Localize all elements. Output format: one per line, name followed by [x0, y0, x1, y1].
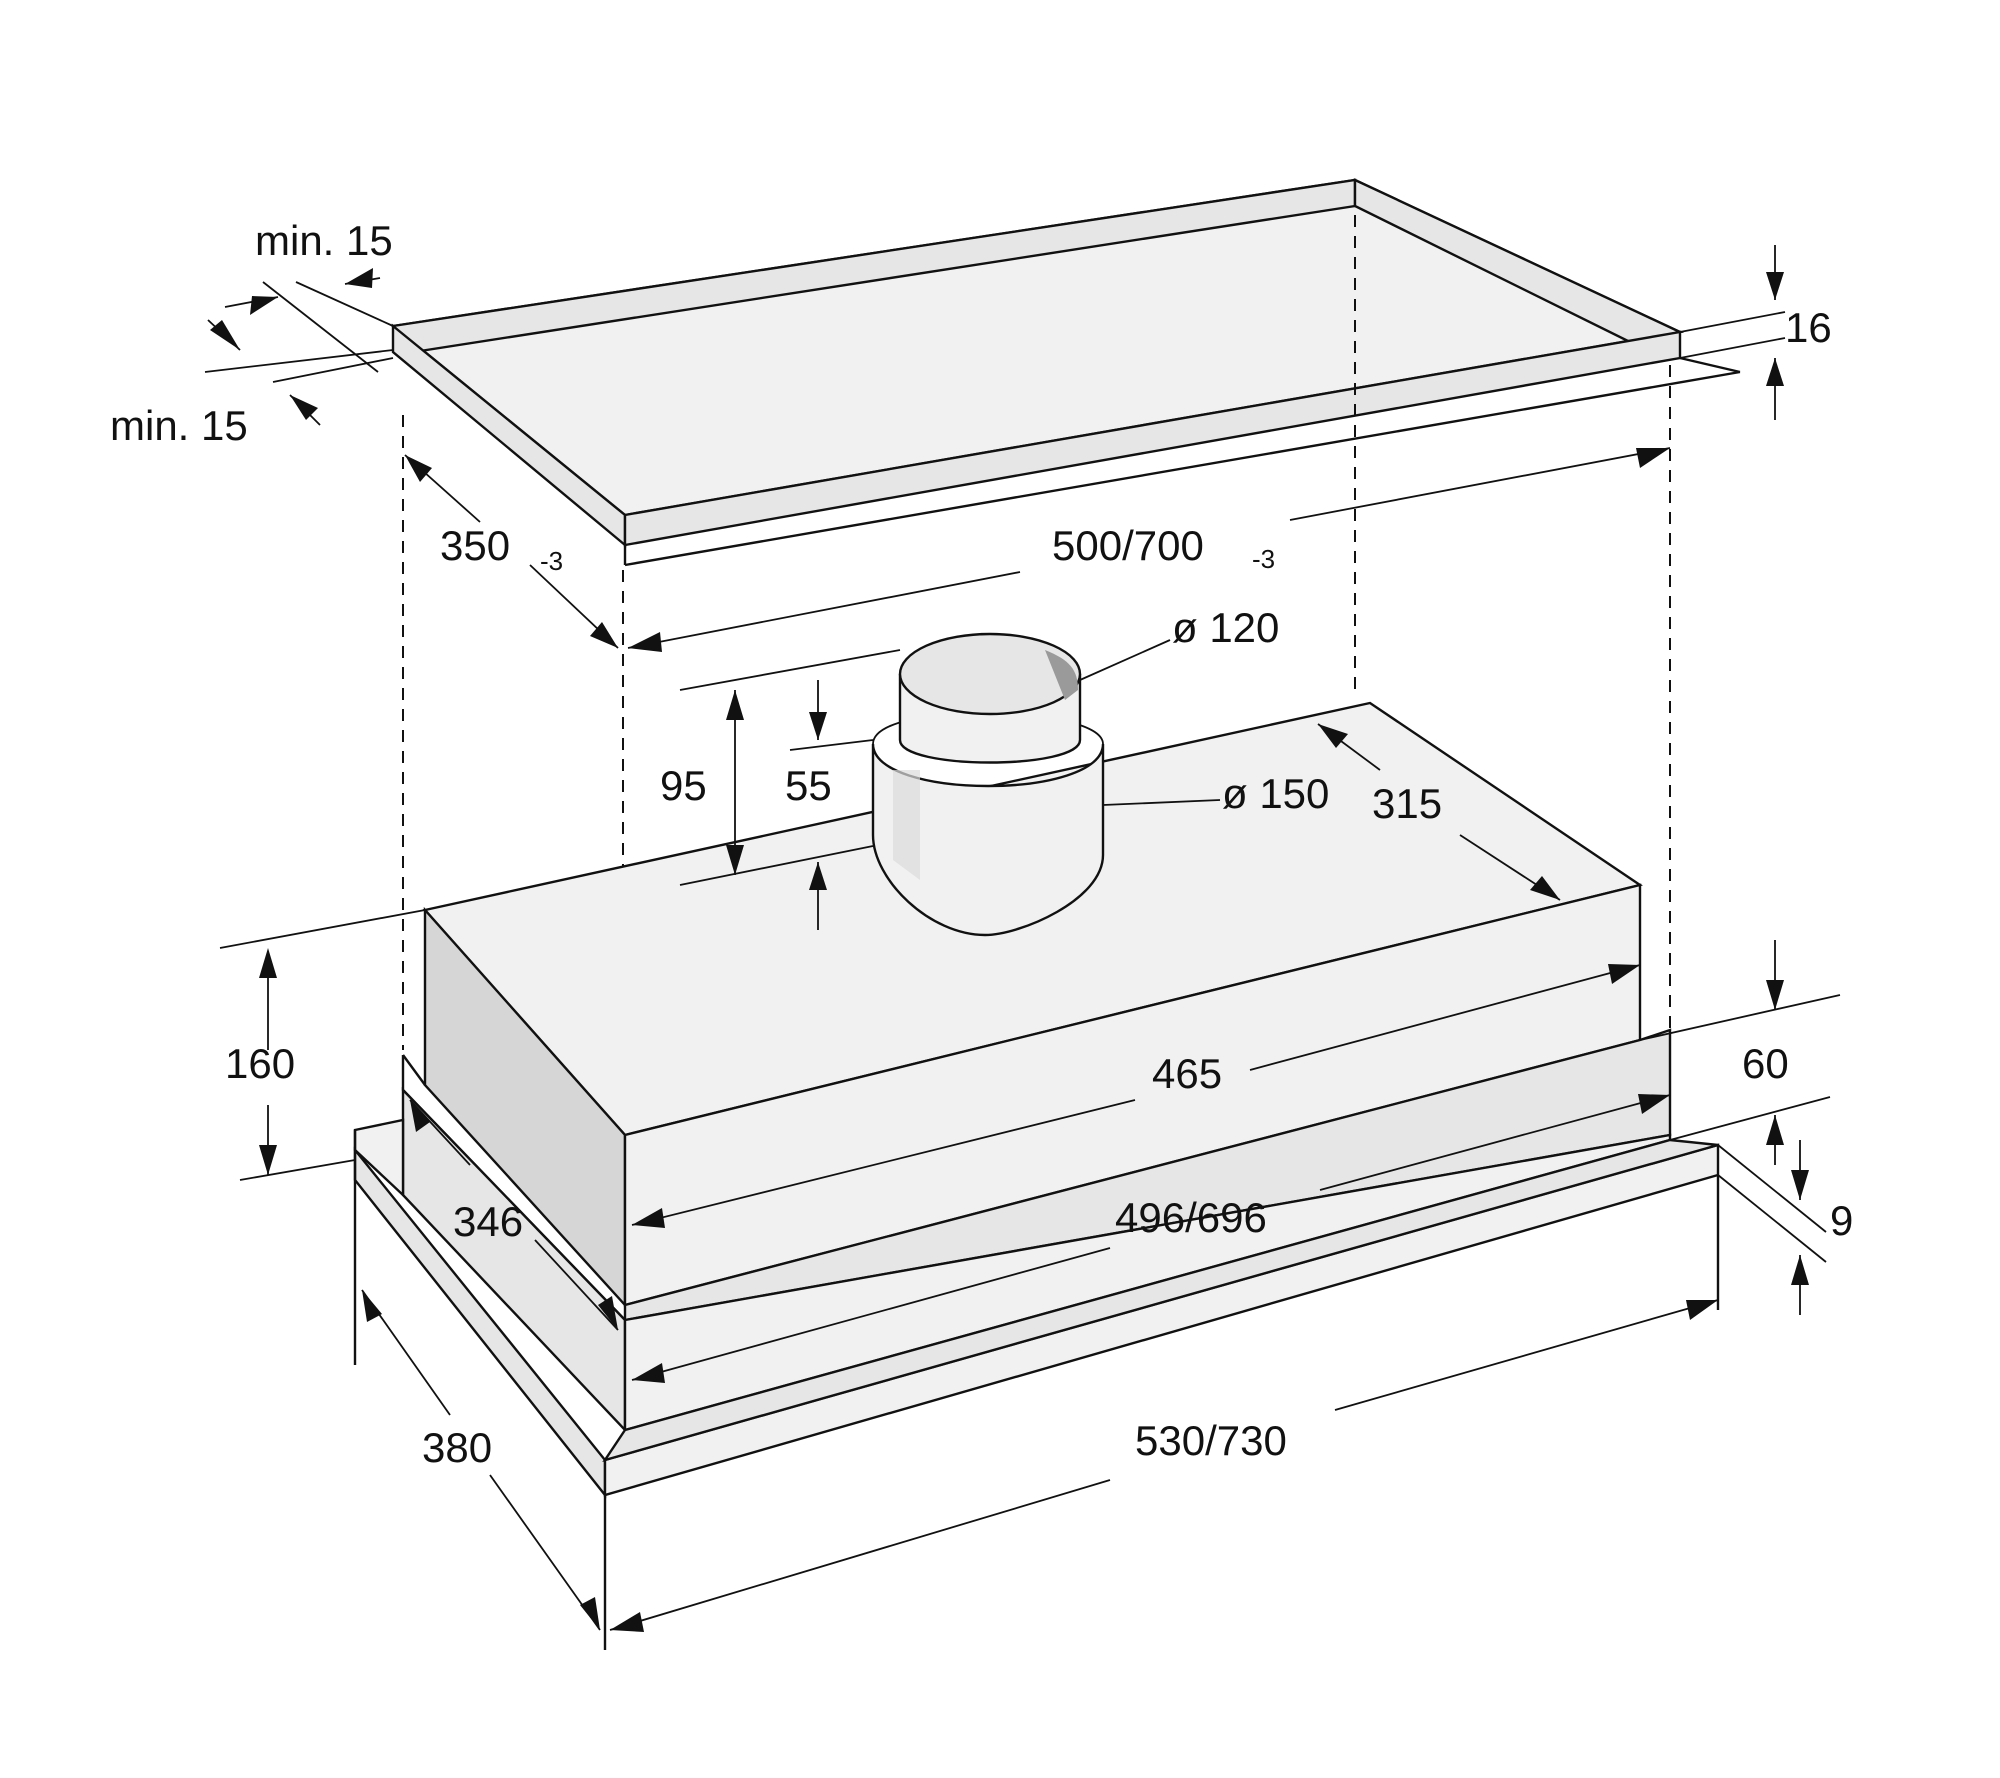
- label-height-9: 9: [1830, 1197, 1853, 1244]
- dimension-labels: min. 15 min. 15 350 -3 500/700 -3 16 ø 1…: [110, 217, 1853, 1471]
- label-diameter-inner: ø 120: [1172, 604, 1279, 651]
- label-diameter-outer: ø 150: [1222, 770, 1329, 817]
- label-width-cut-tolerance: -3: [1252, 544, 1275, 574]
- label-height-95: 95: [660, 762, 707, 809]
- cabinet-panel: [390, 178, 1741, 567]
- label-depth-346: 346: [453, 1198, 523, 1245]
- label-height-160: 160: [225, 1040, 295, 1087]
- duct-connector: [871, 632, 1105, 937]
- label-width-496-696: 496/696: [1115, 1194, 1267, 1241]
- label-depth-cut-tolerance: -3: [540, 546, 563, 576]
- label-depth-315: 315: [1372, 780, 1442, 827]
- label-min15-left: min. 15: [110, 402, 248, 449]
- label-height-60: 60: [1742, 1040, 1789, 1087]
- label-height-55: 55: [785, 762, 832, 809]
- hood-lower-body: [353, 1087, 1720, 1650]
- label-depth-cut: 350: [440, 522, 510, 569]
- label-depth-380: 380: [422, 1424, 492, 1471]
- arrowheads: [210, 268, 1809, 1632]
- label-thickness: 16: [1785, 304, 1832, 351]
- label-width-465: 465: [1152, 1050, 1222, 1097]
- label-min15-top: min. 15: [255, 217, 393, 264]
- label-width-cut: 500/700: [1052, 522, 1204, 569]
- label-width-530-730: 530/730: [1135, 1417, 1287, 1464]
